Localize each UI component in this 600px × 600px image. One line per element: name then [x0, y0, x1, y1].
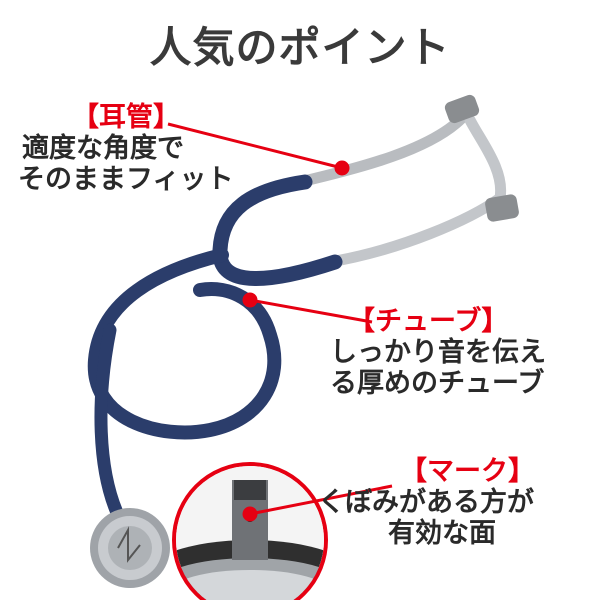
chestpiece-icon — [90, 508, 170, 588]
mark-zoom-inset — [172, 462, 328, 600]
tube-yoke — [212, 174, 343, 286]
callout-dot-mark — [242, 506, 258, 522]
callout-line-mark — [249, 484, 393, 516]
callout-dot-ear — [334, 160, 350, 176]
callout-mark: 【マーク】 くぼみがある方が 有効な面 — [318, 456, 535, 549]
callout-tube-line1: しっかり音を伝え — [330, 337, 546, 369]
ear-tube-right — [324, 114, 507, 268]
callout-ear-line2: そのままフィット — [18, 164, 234, 196]
callout-mark-line1: くぼみがある方が — [318, 487, 534, 519]
callout-dot-tube — [242, 292, 258, 308]
ear-tip-left-icon — [444, 94, 480, 124]
callout-lines — [167, 122, 393, 522]
callout-ear-heading: 【耳管】 — [72, 102, 180, 133]
callout-tube: 【チューブ】 しっかり音を伝え る厚めのチューブ — [330, 306, 546, 399]
tube-loop — [87, 248, 282, 440]
callout-mark-line2: 有効な面 — [388, 518, 496, 550]
ear-tip-right-icon — [485, 194, 519, 222]
tube-drop — [94, 323, 125, 522]
ear-tube-left — [294, 112, 468, 188]
callout-ear: 【耳管】 適度な角度で そのままフィット — [18, 102, 233, 195]
callout-line-tube — [249, 298, 373, 324]
callout-mark-heading: 【マーク】 — [400, 456, 535, 487]
callout-line-ear — [167, 122, 343, 170]
callout-ear-line1: 適度な角度で — [22, 133, 184, 165]
callout-tube-line2: る厚めのチューブ — [330, 368, 545, 400]
callout-tube-heading: 【チューブ】 — [348, 306, 509, 337]
page-title: 人気のポイント — [149, 23, 451, 72]
